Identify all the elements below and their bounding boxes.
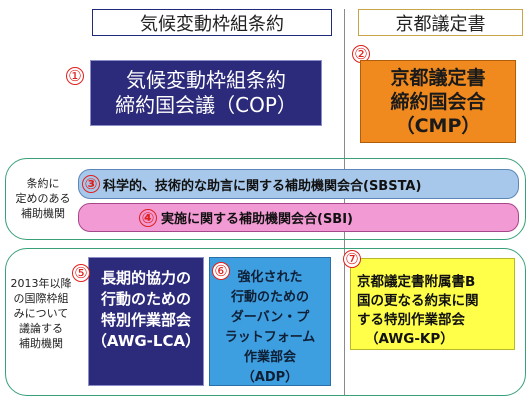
awg-lca-line-2: 行動のための bbox=[100, 290, 191, 308]
marker-4: ④ bbox=[139, 209, 157, 227]
marker-7: ⑦ bbox=[343, 250, 361, 268]
awg-kp-line-3: する特別作業部会 bbox=[357, 312, 465, 328]
group2-label-line-4: 議論する bbox=[19, 322, 63, 335]
adp-line-2: 行動のための bbox=[230, 290, 309, 305]
cop-box: 気候変動枠組条約 締約国会議（COP） bbox=[90, 60, 322, 126]
awg-lca-line-3: 特別作業部会 bbox=[100, 311, 191, 329]
sbi-pill: ④ 実施に関する補助機関会合(SBI) bbox=[78, 203, 519, 232]
group2-label-line-1: 2013年以降 bbox=[10, 277, 72, 290]
group-post-2013-bodies bbox=[5, 248, 526, 396]
awg-lca-line-4: （AWG-LCA） bbox=[91, 332, 201, 350]
adp-line-6: （ADP） bbox=[241, 370, 299, 385]
marker-1: ① bbox=[66, 67, 84, 85]
awg-kp-line-1: 京都議定書附属書B bbox=[357, 274, 476, 290]
header-kyoto-label: 京都議定書 bbox=[395, 13, 486, 35]
adp-line-5: 作業部会 bbox=[243, 350, 296, 365]
awg-lca-box: 長期的協力の 行動のための 特別作業部会 （AWG-LCA） bbox=[88, 257, 204, 386]
sbi-label: 実施に関する補助機関会合(SBI) bbox=[161, 212, 353, 227]
group1-label-line-1: 条約に bbox=[26, 177, 60, 190]
group-subsidiary-bodies bbox=[5, 158, 526, 240]
header-kyoto-protocol: 京都議定書 bbox=[358, 9, 523, 36]
group2-label-line-5: 補助機関 bbox=[19, 337, 63, 350]
awg-kp-box: 京都議定書附属書B 国の更なる約束に関 する特別作業部会 （AWG-KP） bbox=[350, 258, 515, 350]
group1-label-line-3: 補助機関 bbox=[21, 207, 65, 220]
cmp-box: 京都議定書 締約国会合 （CMP） bbox=[360, 60, 516, 143]
awg-kp-line-4: （AWG-KP） bbox=[365, 331, 454, 347]
group2-label-line-3: みについて bbox=[13, 307, 69, 320]
cop-line-2: 締約国会議（COP） bbox=[115, 93, 297, 117]
adp-line-4: ラットフォーム bbox=[224, 330, 316, 345]
adp-line-1: 強化された bbox=[237, 270, 303, 285]
column-divider bbox=[344, 9, 345, 396]
sbsta-pill: ③ 科学的、技術的な助言に関する補助機関会合(SBSTA) bbox=[78, 169, 519, 199]
marker-6: ⑥ bbox=[212, 262, 230, 280]
marker-3: ③ bbox=[82, 175, 100, 193]
cmp-line-3: （CMP） bbox=[395, 114, 481, 137]
group1-label-line-2: 定めのある bbox=[15, 192, 71, 205]
cmp-line-1: 京都議定書 bbox=[390, 66, 486, 89]
awg-lca-line-1: 長期的協力の bbox=[100, 269, 191, 287]
group2-label-line-2: の国際枠組 bbox=[13, 292, 69, 305]
sbsta-label: 科学的、技術的な助言に関する補助機関会合(SBSTA) bbox=[103, 178, 422, 194]
header-unfccc: 気候変動枠組条約 bbox=[92, 9, 332, 36]
awg-kp-line-2: 国の更なる約束に関 bbox=[357, 293, 479, 309]
header-unfccc-label: 気候変動枠組条約 bbox=[140, 13, 284, 35]
marker-5: ⑤ bbox=[72, 264, 90, 282]
adp-box: 強化された 行動のための ダーバン・プ ラットフォーム 作業部会 （ADP） bbox=[209, 257, 331, 386]
group1-label: 条約に 定めのある 補助機関 bbox=[10, 176, 76, 221]
group2-label: 2013年以降 の国際枠組 みについて 議論する 補助機関 bbox=[9, 276, 73, 351]
cop-line-1: 気候変動枠組条約 bbox=[126, 68, 286, 92]
adp-line-3: ダーバン・プ bbox=[230, 310, 310, 325]
cmp-line-2: 締約国会合 bbox=[390, 90, 486, 113]
